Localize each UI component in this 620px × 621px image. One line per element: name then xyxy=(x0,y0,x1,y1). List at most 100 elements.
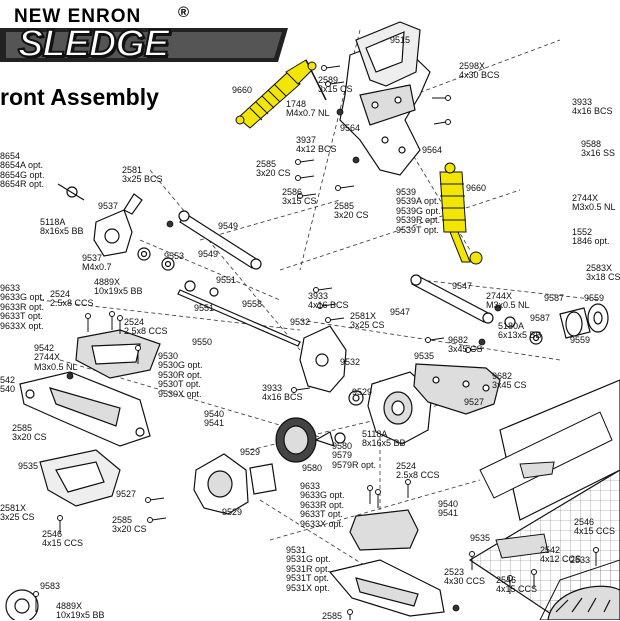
part-label-line: 9549 xyxy=(198,249,219,259)
part-label: 9564 xyxy=(340,123,361,133)
part-label: 9535 xyxy=(18,461,39,471)
part-label: 9535 xyxy=(414,351,434,361)
part-label-line: 9551 xyxy=(216,275,237,285)
part-label-line: 8x16x5 BB xyxy=(40,226,84,237)
part-label-line: 4x15 CCS xyxy=(42,538,84,549)
part-label-line: 9633 xyxy=(300,481,321,491)
part-label: 9549 xyxy=(218,221,239,231)
part-label-line: 1748 xyxy=(286,99,307,109)
part-label-line: M4x0.7 xyxy=(82,262,112,273)
part-label-line: 9531T opt. xyxy=(286,573,329,584)
part-label-line: 9530G opt. xyxy=(158,360,203,371)
part-label-line: 2744X xyxy=(34,352,61,363)
part-label-line: 9588 xyxy=(581,139,602,149)
part-label-line: 9531G opt. xyxy=(286,554,331,565)
body-mount xyxy=(355,21,421,87)
part-label-line: 3x15 CS xyxy=(318,84,353,95)
part-label: 9660 xyxy=(466,183,486,193)
part-label-line: 9535 xyxy=(18,461,39,471)
part-label-line: 9530X opt. xyxy=(158,388,202,399)
part-label: 9547 xyxy=(452,281,472,291)
part-label-line: 2589 xyxy=(318,75,339,85)
front-bumper xyxy=(39,449,121,507)
part-label-line: 5180A xyxy=(498,321,525,331)
part-label-line: 9549 xyxy=(218,221,239,231)
brand-logo-text: SLEDGE xyxy=(17,22,170,66)
part-label: 9587 xyxy=(530,313,550,323)
section-title: ront Assembly xyxy=(0,84,159,110)
part-label-line: 9564 xyxy=(422,145,443,155)
part-label-line: 9559 xyxy=(584,293,605,303)
part-label: 9583 xyxy=(40,581,60,591)
part-label-line: 4x30 CCS xyxy=(444,576,486,587)
part-label-line: 9532 xyxy=(290,317,311,327)
part-label-line: 5118A xyxy=(40,217,66,227)
part-label: 9515 xyxy=(390,35,411,45)
part-label-line: 3937 xyxy=(296,135,317,145)
part-label-line: 3x16 SS xyxy=(581,148,616,159)
part-label-line: 3x20 CS xyxy=(256,168,291,179)
part-label-line: 9564 xyxy=(340,123,361,133)
part-label-line: 9579R opt. xyxy=(332,459,377,470)
part-label: 9587 xyxy=(544,293,564,303)
part-label-line: 1552 xyxy=(572,227,593,237)
part-label-line: 9580 xyxy=(332,441,353,451)
part-label-line: 9579 xyxy=(332,450,353,461)
part-label-line: 9682 xyxy=(448,335,469,345)
brand-name: NEW ENRON xyxy=(14,6,142,27)
shock-absorber-left xyxy=(235,59,327,129)
part-label: 2533 xyxy=(570,555,590,565)
part-label-line: 2524 xyxy=(124,317,145,327)
part-label-line: 5118A xyxy=(362,429,388,439)
part-label-line: 9558 xyxy=(242,299,263,309)
part-label-line: M3x0.5 NL xyxy=(34,361,78,372)
part-label-line: 9682 xyxy=(492,371,513,381)
part-label-line: 9633T opt. xyxy=(0,311,43,322)
part-label-line: 9633G opt. xyxy=(300,490,345,501)
part-label-line: 9531X opt. xyxy=(286,582,330,593)
part-label: 9529 xyxy=(240,447,261,457)
part-label: 9559 xyxy=(570,335,590,345)
part-label-line: 9539G opt. xyxy=(396,205,441,216)
part-label: 9559 xyxy=(584,293,605,303)
part-label-line: 9633G opt. xyxy=(0,292,45,303)
nuts xyxy=(66,108,502,612)
part-label-line: 3x18 CS xyxy=(586,272,620,283)
part-label-line: 4889X xyxy=(94,277,121,287)
part-label-line: 9515 xyxy=(390,35,411,45)
part-label-line: 2523 xyxy=(444,567,465,577)
part-label-line: 1846 opt. xyxy=(572,236,610,247)
part-label-line: M3x0.5 NL xyxy=(572,202,616,213)
part-label-line: 9633R opt. xyxy=(300,499,345,510)
part-label: 9529 xyxy=(352,387,372,397)
part-label: 9535 xyxy=(470,533,491,543)
part-label-line: 3933 xyxy=(262,383,283,393)
part-label-line: 9633T opt. xyxy=(300,509,343,520)
part-label-line: 9529 xyxy=(240,447,261,457)
skid-plate xyxy=(349,509,419,551)
part-label-line: 542 xyxy=(0,375,16,385)
part-label: 9547 xyxy=(390,307,410,317)
part-label-line: 9531 xyxy=(286,545,307,555)
part-label-line: 9535 xyxy=(470,533,491,543)
part-label-line: 2583X xyxy=(586,263,613,273)
